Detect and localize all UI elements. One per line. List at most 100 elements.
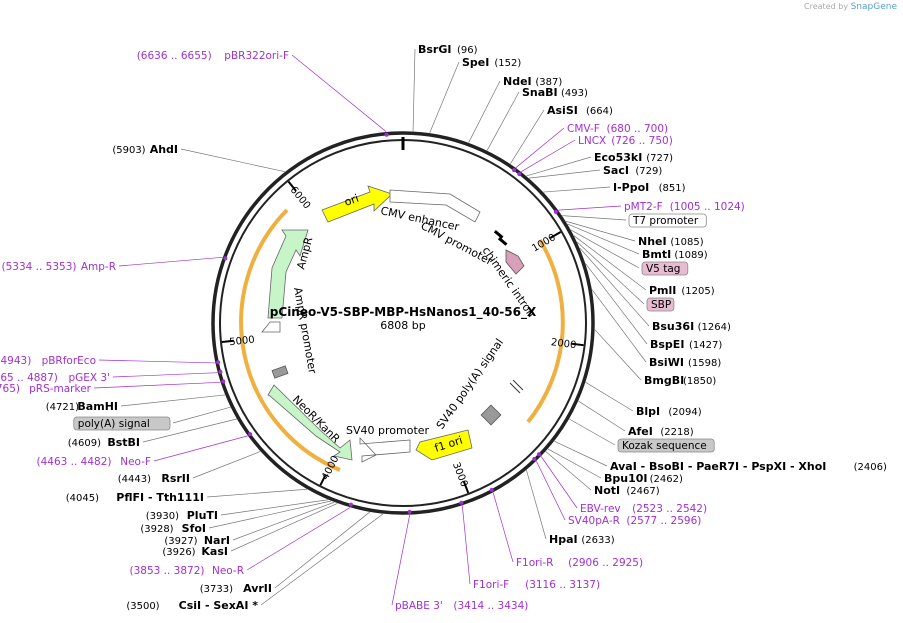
leader-line	[569, 418, 616, 446]
leader-line	[291, 54, 387, 133]
tick-label: 6000	[288, 185, 313, 212]
enzyme-position: (1085)	[670, 237, 703, 248]
primer-site	[532, 456, 537, 461]
primer-range: (4865 .. 4887)	[0, 372, 58, 384]
enzyme-name: AhdI	[150, 143, 178, 156]
polya-signal-mark-1	[509, 382, 521, 394]
ampr-arrow	[267, 229, 309, 319]
primer-range: (4746 .. 4765)	[0, 383, 20, 395]
primer-range: (4925 .. 4943)	[0, 355, 31, 367]
leader-line	[510, 109, 545, 165]
enzyme-name: PluTI	[187, 509, 218, 522]
credit-prefix: Created by	[804, 2, 849, 11]
leader-line	[562, 215, 627, 221]
enzyme-position: (3930)	[146, 511, 179, 522]
enzyme-name: BsiWI	[649, 356, 684, 369]
cmv-enhancer-arrow	[389, 189, 481, 223]
primer-site	[512, 168, 517, 173]
leader-line	[585, 382, 634, 412]
enzyme-position: (2467)	[626, 486, 659, 497]
primer-site	[459, 500, 464, 505]
tick-label: 3000	[450, 461, 469, 489]
leader-line	[594, 329, 642, 381]
enzyme-position: (2406)	[854, 462, 887, 473]
enzyme-name: SnaBI	[522, 86, 558, 99]
enzyme-name: KasI	[201, 545, 228, 558]
leader-line	[536, 460, 566, 521]
leader-line	[468, 80, 501, 143]
leader-line	[274, 511, 370, 589]
primer-name: pBRforEco	[42, 355, 96, 367]
tick-mark	[571, 342, 584, 347]
feature-box-label: Kozak sequence	[622, 440, 707, 452]
enzyme-position: (1205)	[681, 286, 714, 297]
orf-arc-left	[239, 208, 341, 472]
leader-line	[526, 469, 547, 540]
primer-name: pBR322ori-F	[224, 50, 289, 62]
enzyme-name: AfeI	[628, 425, 653, 438]
enzyme-name: BstBI	[107, 436, 140, 449]
primer-range: (3414 .. 3434)	[453, 600, 528, 612]
leader-line	[558, 205, 622, 211]
enzyme-name: SfoI	[182, 522, 206, 535]
neor-arrow	[267, 384, 353, 461]
leader-line	[576, 241, 645, 305]
enzyme-name: AsiSI	[547, 104, 578, 117]
enzyme-name: SacI	[603, 164, 629, 177]
leader-line	[573, 235, 647, 291]
leader-line	[515, 127, 565, 168]
label-sv40-promoter: SV40 promoter	[346, 424, 430, 437]
enzyme-position: (3928)	[140, 524, 173, 535]
label-layer: BsrGI(96)SpeI(152)NdeI(387)SnaBI(493)Asi…	[0, 43, 887, 612]
sv40-polya-box	[480, 404, 502, 426]
leader-line	[565, 220, 636, 242]
enzyme-position: (1264)	[698, 322, 731, 333]
enzyme-name: RsrII	[161, 472, 190, 485]
enzyme-name: BspEI	[650, 338, 684, 351]
tick-mark	[319, 474, 327, 486]
leader-line	[526, 156, 592, 177]
primer-range: (6636 .. 6655)	[137, 50, 212, 62]
label-ampr-promoter: AmpR promoter	[291, 286, 319, 375]
feature-box-label: SBP	[651, 299, 671, 311]
primer-site	[221, 379, 226, 384]
leader-line	[246, 507, 351, 571]
leader-line	[461, 505, 471, 585]
leader-line	[112, 372, 218, 378]
leader-line	[521, 139, 576, 173]
primer-name: Amp-R	[81, 261, 116, 273]
tick-label: 2000	[550, 337, 577, 351]
leader-line	[232, 501, 335, 541]
enzyme-name: NdeI	[503, 75, 532, 88]
enzyme-name: NheI	[638, 235, 667, 248]
enzyme-position: (4609)	[68, 438, 101, 449]
primer-site	[218, 369, 223, 374]
polya-box	[271, 365, 289, 379]
primer-name: EBV-rev	[580, 503, 621, 515]
enzyme-position: (1089)	[674, 250, 707, 261]
v5-sbp-block	[505, 249, 525, 275]
enzyme-name: I-PpoI	[613, 181, 649, 194]
primer-site	[348, 502, 353, 507]
backbone-outer	[211, 131, 595, 515]
enzyme-position: (152)	[494, 58, 521, 69]
enzyme-name: BmtI	[642, 248, 671, 261]
enzyme-position: (729)	[635, 166, 662, 177]
feature-box-label: T7 promoter	[632, 215, 699, 227]
polya-signal-mark-2	[512, 379, 524, 391]
enzyme-name: BmgBI	[644, 374, 684, 387]
primer-name: F1ori-F	[473, 579, 509, 591]
primer-name: Neo-R	[212, 565, 244, 577]
primer-site	[216, 360, 221, 365]
primer-range: (1005 .. 1024)	[670, 201, 745, 213]
primer-range: (2906 .. 2925)	[568, 557, 643, 569]
tick-mark	[287, 180, 297, 192]
plasmid-size: 6808 bp	[380, 319, 425, 332]
leader-line	[570, 229, 640, 269]
primer-site	[489, 487, 494, 492]
leader-line	[591, 289, 647, 363]
enzyme-position: (727)	[646, 153, 673, 164]
enzyme-position: (387)	[535, 77, 562, 88]
primer-site	[536, 452, 541, 457]
enzyme-position: (493)	[561, 88, 588, 99]
